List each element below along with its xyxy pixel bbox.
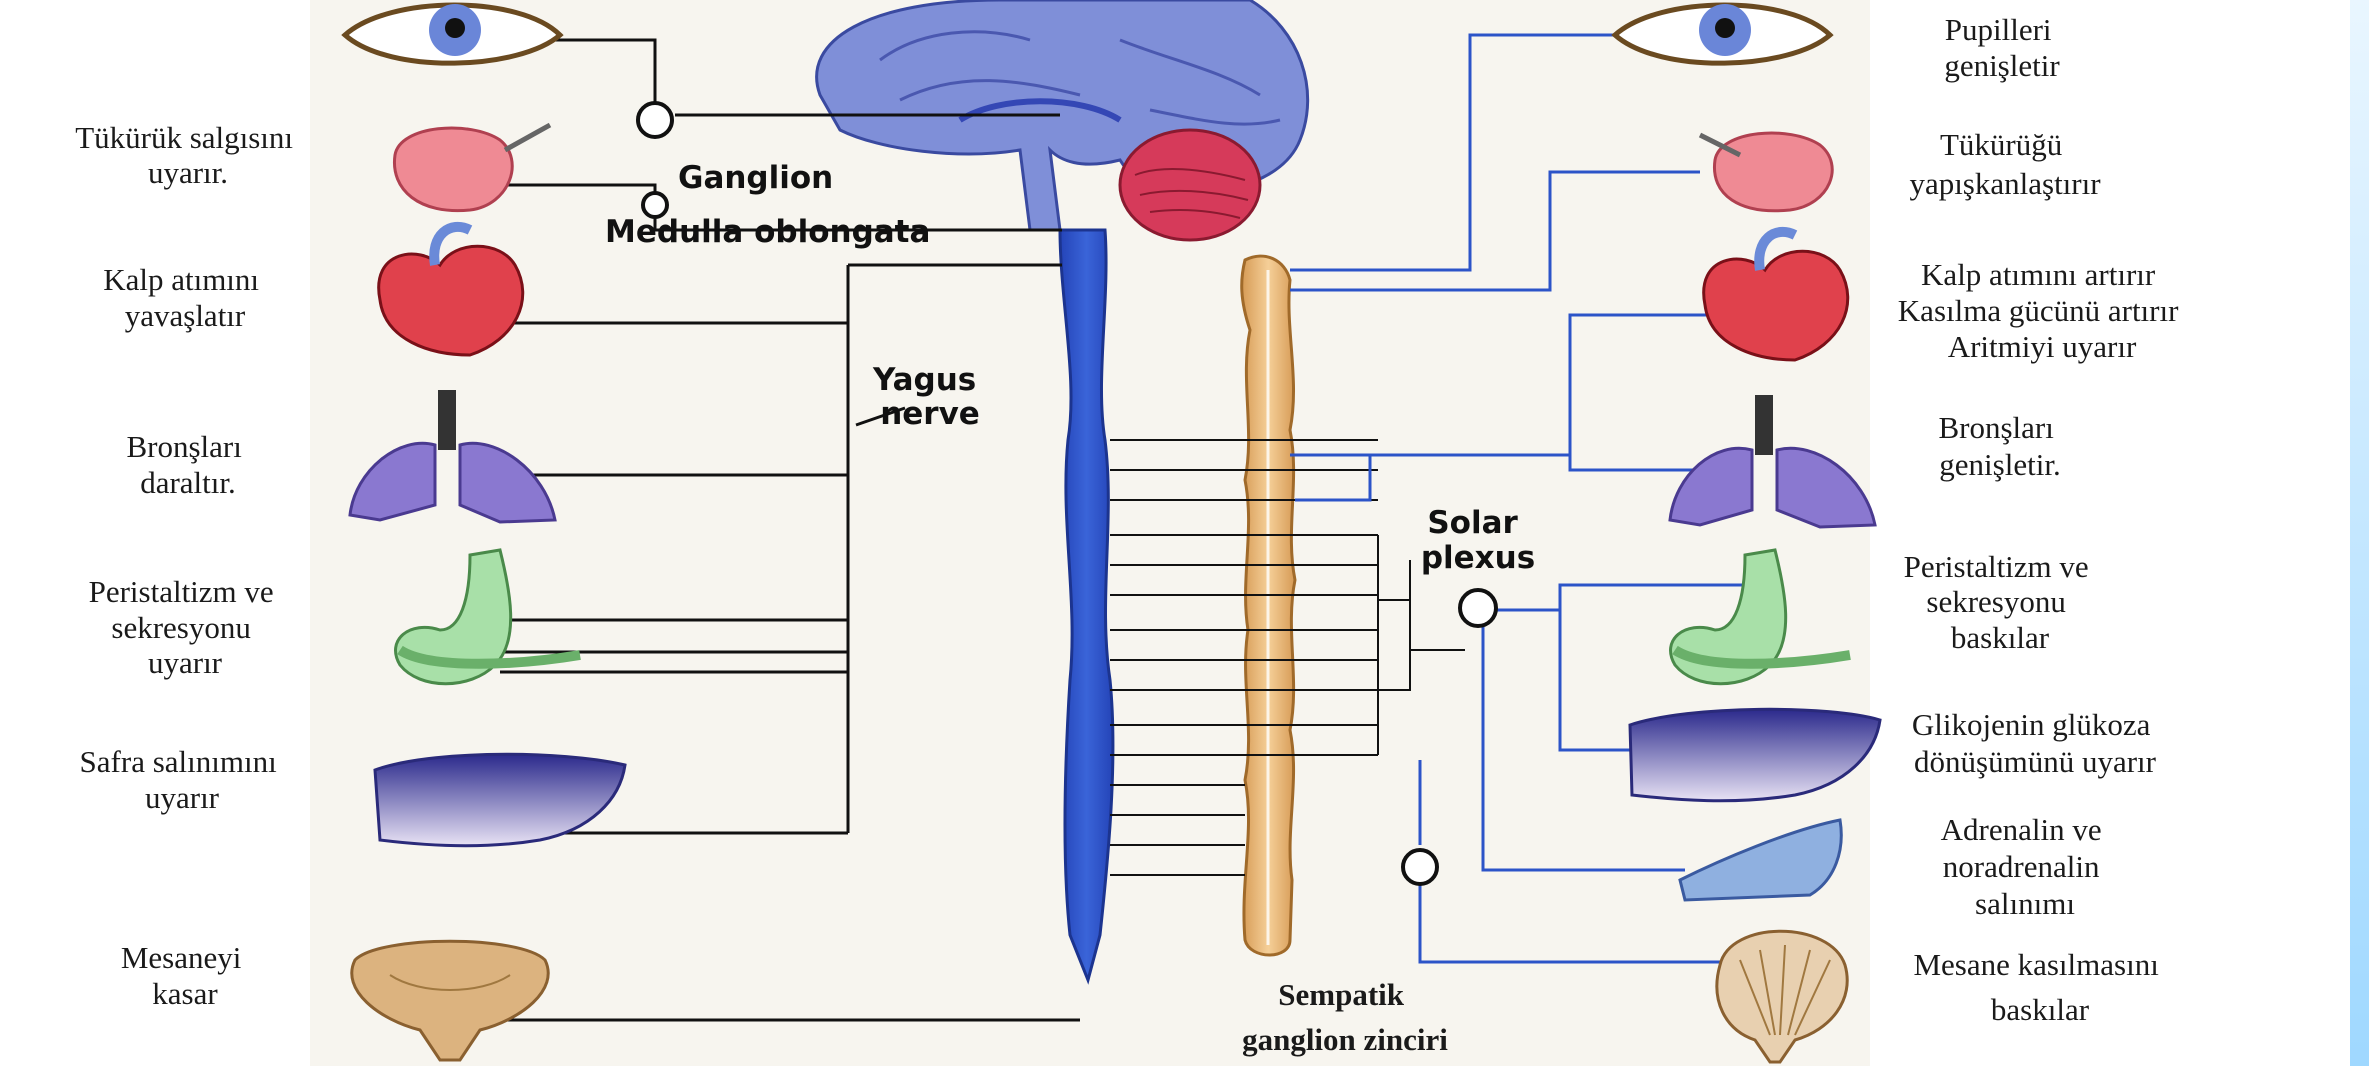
side-strip [2350, 0, 2369, 1066]
cerebellum [1120, 130, 1260, 240]
label-heart-left: Kalp atımını yavaşlatır [103, 262, 267, 333]
label-solar-plexus: Solar plexus [1421, 505, 1535, 576]
label-vagus-nerve: Yagus nerve [872, 362, 987, 432]
label-ganglion: Ganglion [678, 160, 833, 196]
label-bronchi-left: Bronşları daraltır. [126, 429, 249, 500]
label-medulla-oblongata: Medulla oblongata [605, 214, 930, 250]
label-pupils-right: Pupilleri genişletir [1944, 12, 2060, 83]
